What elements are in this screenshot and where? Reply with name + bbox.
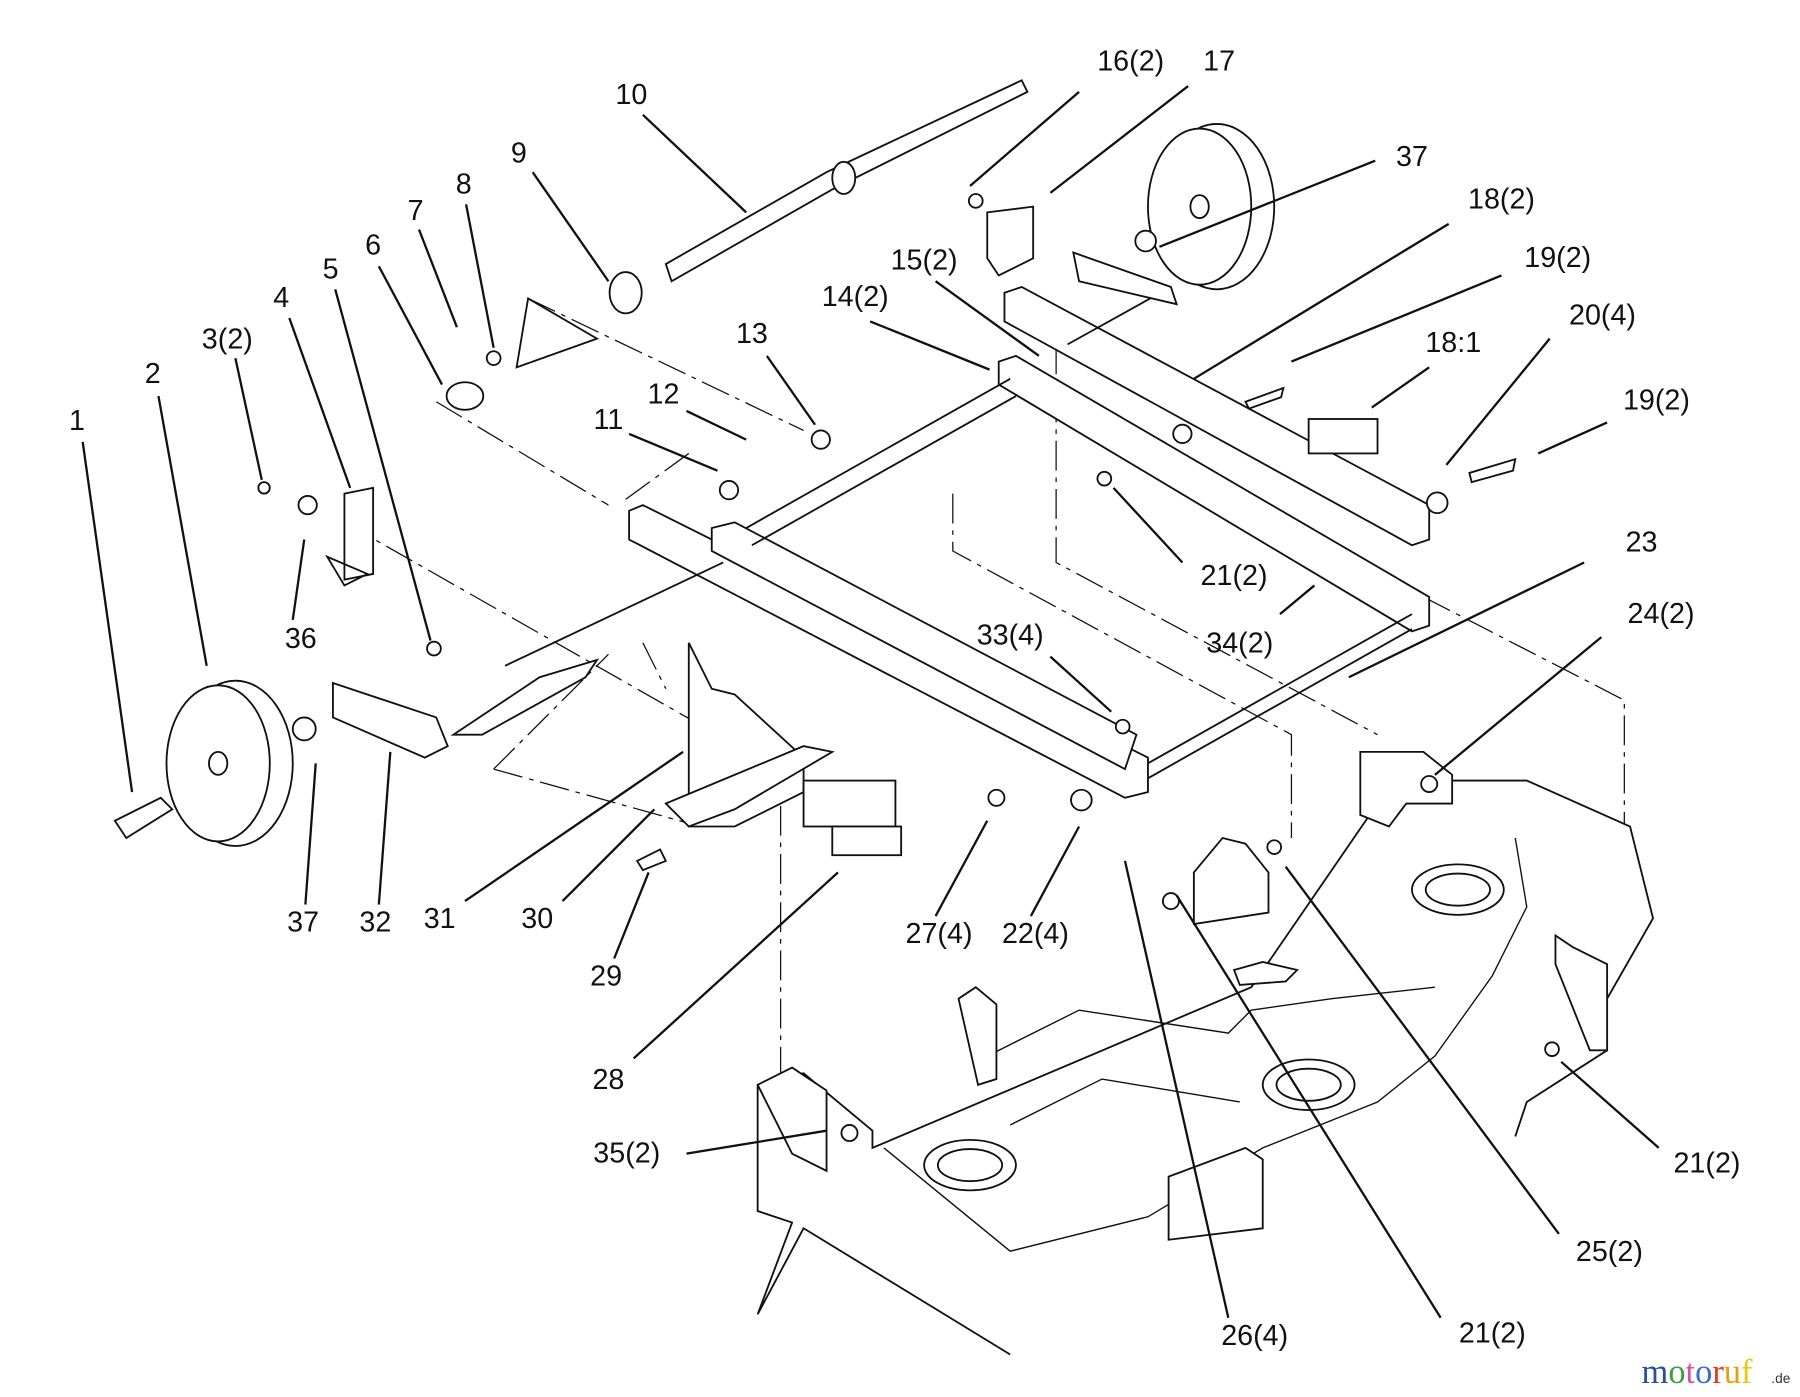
callout-label: 25(2) (1576, 1236, 1643, 1268)
logo-letter: m (1642, 1353, 1669, 1391)
wheel-left (165, 679, 294, 847)
callout-label: 3(2) (202, 324, 253, 356)
callout-label: 35(2) (593, 1137, 660, 1169)
callout-label: 21(2) (1673, 1148, 1740, 1180)
logo-letter: o (1695, 1353, 1712, 1391)
callout-label: 11 (594, 404, 624, 436)
callout-label: 14(2) (822, 281, 889, 313)
callout-label: 16(2) (1097, 46, 1164, 78)
logo-letter: f (1741, 1353, 1753, 1391)
motoruf-logo: motoruf .de (1642, 1353, 1791, 1391)
logo-letter: r (1712, 1353, 1724, 1391)
svg-text:motoruf: motoruf (1642, 1353, 1753, 1391)
callout-label: 29 (590, 961, 622, 993)
callout-label: 2 (145, 358, 161, 390)
callout-label: 18(2) (1468, 183, 1535, 215)
callout-label: 34(2) (1206, 628, 1273, 660)
callout-label: 13 (736, 318, 768, 350)
callout-label: 23 (1626, 527, 1658, 559)
callout-label: 33(4) (977, 620, 1044, 652)
callout-label: 5 (323, 253, 339, 285)
callout-label: 4 (273, 282, 289, 314)
callout-label: 27(4) (906, 918, 973, 950)
callout-label: 21(2) (1201, 560, 1268, 592)
callout-label: 8 (456, 169, 472, 201)
callout-label: 36 (285, 623, 317, 655)
callout-label: 24(2) (1628, 598, 1695, 630)
callout-label: 28 (592, 1064, 624, 1096)
logo-suffix: .de (1771, 1371, 1790, 1386)
callout-label: 9 (511, 138, 527, 170)
height-adjust-frame (324, 79, 1431, 857)
mower-deck (756, 750, 1655, 1356)
callout-label: 30 (521, 903, 553, 935)
callout-labels: 1 2 3(2) 4 5 6 7 8 9 10 11 12 13 14(2) 1… (69, 46, 1741, 1352)
callout-label: 12 (648, 379, 680, 411)
callout-label: 17 (1203, 46, 1235, 78)
callout-label: 32 (359, 907, 391, 939)
logo-letter: u (1724, 1353, 1741, 1391)
logo-letter: o (1668, 1353, 1685, 1391)
callout-label: 37 (287, 907, 319, 939)
callout-label: 10 (615, 79, 647, 111)
callout-label: 20(4) (1569, 299, 1636, 331)
wheel-right (1147, 123, 1276, 291)
callout-label: 26(4) (1221, 1320, 1288, 1352)
hardware (113, 193, 1560, 1142)
callout-label: 18:1 (1425, 327, 1481, 359)
callout-label: 7 (408, 195, 424, 227)
callout-label: 31 (424, 903, 456, 935)
callout-label: 19(2) (1524, 242, 1591, 274)
callout-label: 6 (365, 229, 381, 261)
callout-label: 19(2) (1623, 384, 1690, 416)
leader-lines (81, 85, 1660, 1319)
callout-label: 1 (69, 405, 85, 437)
callout-label: 37 (1396, 141, 1428, 173)
callout-label: 22(4) (1002, 918, 1069, 950)
callout-label: 15(2) (891, 244, 958, 276)
callout-label: 21(2) (1459, 1318, 1526, 1350)
logo-letter: t (1686, 1353, 1696, 1391)
